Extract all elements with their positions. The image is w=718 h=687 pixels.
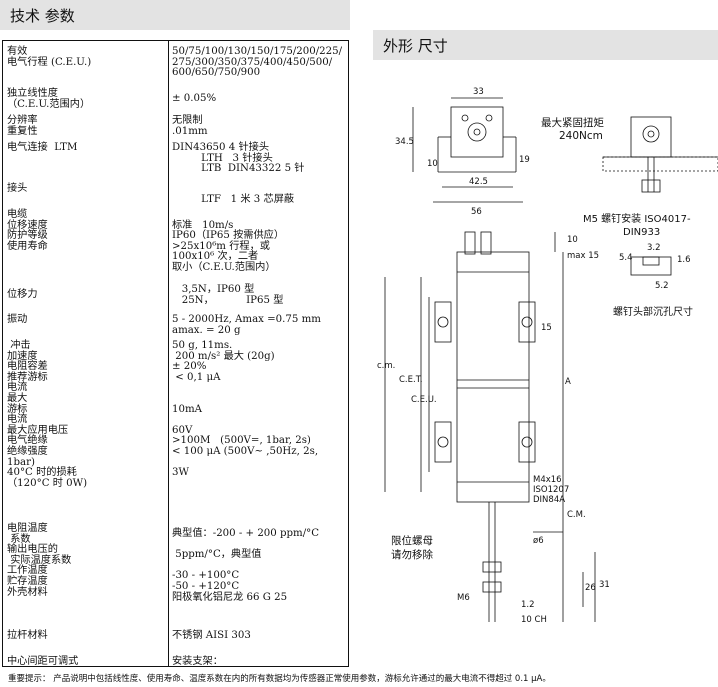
spec-label: 电阻温度 系数 输出电压的 实际温度系数 工作温度 贮存温度 外壳材料 [7, 523, 72, 598]
spec-value: ± 0.05% [172, 93, 217, 104]
screw-standard: DIN933 [623, 227, 660, 238]
dim-label: 19 [519, 155, 530, 165]
dim-label: 5.2 [655, 281, 669, 291]
dimensions-header: 外形 尺寸 [373, 30, 718, 60]
spec-label: 振动 [7, 314, 28, 325]
spec-label: 独立线性度 （C.E.U.范围内） [7, 88, 91, 110]
clamp-label: DIN84A [533, 495, 565, 505]
spec-value: 标准 10m/s IP60（IP65 按需供应） >25x10⁶m 行程，或 1… [172, 219, 285, 273]
dim-label: 1.2 [521, 600, 535, 610]
stop-nut-label: 限位螺母 [391, 534, 433, 547]
spec-value: 50/75/100/130/150/175/200/225/ 275/300/3… [172, 46, 343, 79]
dim-label: 26 [585, 583, 596, 593]
dim-label: C.E.U. [411, 395, 437, 405]
spec-value: 不锈钢 AISI 303 [172, 630, 251, 641]
spec-label: 电气连接 LTM [7, 142, 78, 153]
dim-label: 33 [473, 87, 484, 97]
spec-value: DIN43650 4 针接头 LTH 3 针接头 LTB DIN43322 5 … [172, 142, 305, 175]
clamp-label: M4x16 [533, 475, 562, 485]
dim-label: 10 [567, 235, 578, 245]
dim-label: 5.4 [619, 253, 633, 263]
dim-label: M6 [457, 593, 470, 603]
stop-nut-note: 请勿移除 [391, 548, 433, 561]
dim-label: 56 [471, 207, 482, 217]
table-divider [168, 41, 169, 666]
spec-value: 安装支架： [172, 656, 223, 667]
spec-label: 位移力 [7, 289, 38, 300]
footnote: 重要提示： 产品说明中包括线性度、使用寿命、温度系数在内的所有数据均为传感器正常… [8, 674, 551, 684]
dim-label: C.M. [567, 510, 586, 520]
clamp-label: ISO1207 [533, 485, 569, 495]
spec-label: 拉杆材料 [7, 630, 48, 641]
spec-label: 冲击 加速度 电阻容差 推荐游标 电流 [7, 340, 48, 394]
spec-label: 有效 电气行程 (C.E.U.) [7, 46, 92, 68]
spec-value: 无限制 .01mm [172, 115, 208, 137]
spec-table: 有效 电气行程 (C.E.U.) 50/75/100/130/150/175/2… [2, 40, 349, 667]
dim-label: 10 [427, 159, 438, 169]
dim-label: 15 [541, 323, 552, 333]
spec-label: 分辨率 重复性 [7, 115, 38, 137]
sensor-body [456, 251, 530, 503]
spec-value: 50 g, 11ms. 200 m/s² 最大 (20g) ± 20% < 0,… [172, 340, 275, 383]
dim-label: 42.5 [469, 177, 488, 187]
counterbore-label: 螺钉头部沉孔尺寸 [613, 305, 693, 318]
dim-label: A [565, 377, 571, 387]
screw-label: M5 螺钉安装 ISO4017- [583, 212, 691, 225]
spec-value: 5 - 2000Hz, Amax =0.75 mm amax. = 20 g [172, 314, 321, 336]
specs-header: 技术 参数 [0, 0, 350, 30]
dim-label: c.m. [377, 361, 395, 371]
spec-value: 3,5N，IP60 型 25N， IP65 型 [181, 284, 284, 306]
dim-label: 3.2 [647, 243, 661, 253]
spec-value: 10mA 60V >100M (500V=, 1bar, 2s) < 100 μ… [172, 403, 319, 479]
dim-label: 1.6 [677, 255, 691, 265]
spec-label: 最大 游标 电流 最大应用电压 电气绝缘 绝缘强度 1bar) 40°C 时的损… [7, 393, 88, 489]
dimension-drawing: 33 34.5 10 19 42.5 56 3.2 5.4 1.6 5.2 ma… [377, 87, 718, 625]
dim-label: ø6 [533, 536, 544, 546]
torque-label: 最大紧固扭矩 [541, 116, 604, 129]
bracket-end-view [450, 106, 504, 158]
spec-label: 中心间距可调式 [7, 656, 79, 667]
dim-label: max 15 [567, 251, 599, 261]
spec-label: 电缆 位移速度 防护等级 使用寿命 [7, 209, 48, 252]
torque-value: 240Ncm [559, 130, 603, 142]
dim-label: C.E.T. [399, 375, 423, 385]
dim-label: 10 CH [521, 615, 547, 625]
spec-value: 典型值：-200 - + 200 ppm/°C 5ppm/°C，典型值 -30 … [172, 528, 320, 603]
dim-label: 34.5 [395, 137, 414, 147]
dim-label: 31 [599, 580, 610, 590]
spec-value: LTF 1 米 3 芯屏蔽 [201, 193, 295, 205]
spec-label: 接头 [7, 183, 28, 194]
